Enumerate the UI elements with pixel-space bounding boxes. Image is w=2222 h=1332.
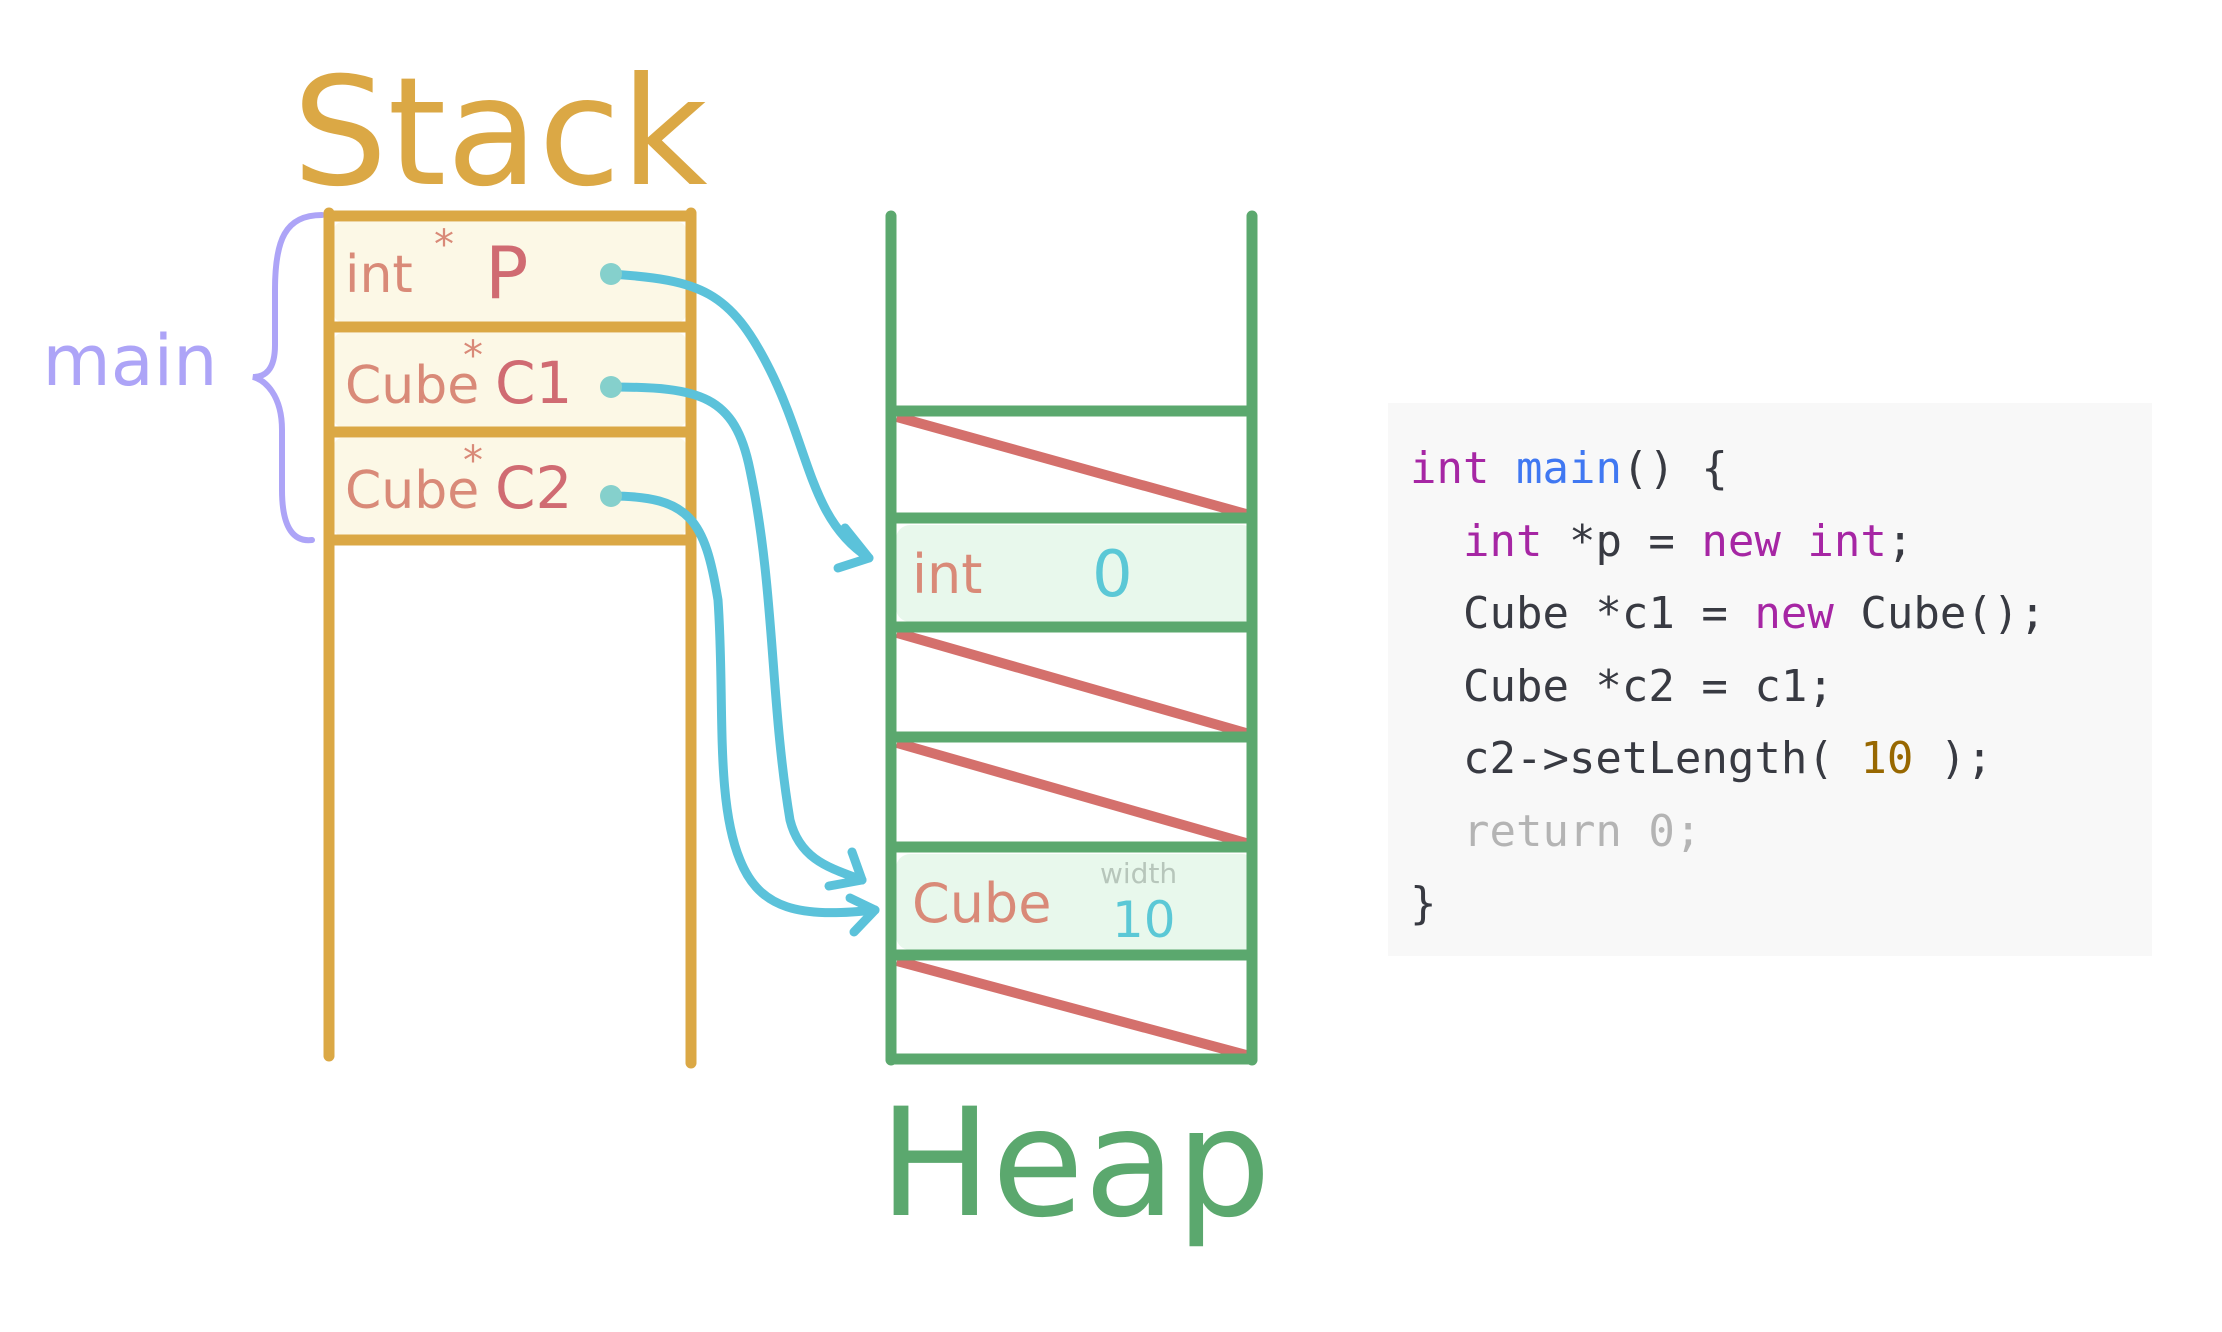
pointer-arrows bbox=[600, 263, 880, 937]
code-line: int main() { bbox=[1410, 443, 1728, 494]
field-value: 10 bbox=[1112, 891, 1176, 949]
code-panel: int main() { int *p = new int; Cube *c1 … bbox=[1388, 403, 2152, 956]
code-token: new bbox=[1754, 588, 1834, 639]
pointer-star: * bbox=[434, 222, 454, 268]
stack-slot-c1: Cube* C1 bbox=[334, 333, 686, 427]
stack-title: Stack bbox=[292, 46, 707, 220]
code-line: Cube *c2 = c1; bbox=[1410, 661, 1834, 712]
code-token: 10 bbox=[1860, 733, 1914, 784]
freed-slash bbox=[895, 412, 1248, 519]
heap-cell-freed bbox=[895, 628, 1248, 738]
heap-cell-freed bbox=[895, 738, 1248, 848]
stack-slot-fill bbox=[334, 438, 686, 536]
heap-value: 0 bbox=[1092, 538, 1133, 612]
code-token: Cube *c1 = bbox=[1410, 588, 1755, 639]
frame-brace bbox=[252, 212, 325, 544]
code-line: Cube *c1 = new Cube(); bbox=[1410, 588, 2046, 639]
frame-label-main: main bbox=[43, 320, 218, 402]
heap-cell-freed bbox=[895, 956, 1248, 1060]
arrowhead-icon bbox=[824, 847, 867, 891]
pointer-star: * bbox=[463, 438, 483, 484]
heap-type: Cube bbox=[912, 872, 1051, 935]
pointer-p-to-int bbox=[600, 263, 874, 573]
code-token: int bbox=[1462, 515, 1543, 567]
arrowhead-icon bbox=[833, 523, 874, 573]
code-token: main bbox=[1515, 443, 1622, 494]
heap-cell-allocated: int 0 bbox=[896, 525, 1256, 622]
heap-type: int bbox=[912, 543, 982, 606]
code-token: int bbox=[1807, 515, 1887, 567]
slot-type: int bbox=[345, 245, 413, 305]
code-token bbox=[1781, 516, 1808, 567]
code-token: () { bbox=[1621, 443, 1728, 494]
code-token bbox=[1489, 443, 1516, 494]
pointer-origin-dot bbox=[600, 263, 622, 285]
code-token: c2->setLength( bbox=[1410, 733, 1861, 784]
pointer-line bbox=[606, 491, 880, 918]
allocated-fill bbox=[896, 854, 1256, 950]
stack-slot-fill bbox=[334, 333, 686, 427]
pointer-c1-to-cube bbox=[600, 376, 867, 891]
pointer-line bbox=[606, 269, 874, 563]
heap-cell-freed bbox=[895, 412, 1248, 519]
heap-title: Heap bbox=[879, 1077, 1271, 1251]
slot-name: C1 bbox=[495, 349, 572, 417]
arrowhead-icon bbox=[845, 893, 880, 937]
code-token: *p = bbox=[1542, 515, 1702, 567]
heap-shelves bbox=[885, 405, 1258, 1065]
code-token: Cube(); bbox=[1833, 588, 2046, 639]
pointer-origin-dot bbox=[600, 485, 622, 507]
code-line: } bbox=[1410, 878, 1437, 929]
freed-slash bbox=[895, 628, 1248, 738]
code-token: int bbox=[1410, 443, 1490, 494]
code-line: return 0; bbox=[1410, 806, 1701, 857]
slot-type: Cube bbox=[345, 461, 479, 521]
freed-slash bbox=[895, 738, 1248, 848]
slot-name: P bbox=[485, 231, 528, 315]
pointer-origin-dot bbox=[600, 376, 622, 398]
slot-type: Cube bbox=[345, 356, 479, 416]
code-block: int main() { int *p = new int; Cube *c1 … bbox=[1410, 433, 2046, 941]
pointer-star: * bbox=[463, 333, 483, 379]
freed-slash bbox=[895, 956, 1248, 1060]
code-token: Cube *c2 = c1; bbox=[1410, 660, 1834, 712]
heap-column bbox=[885, 210, 1258, 1066]
code-token: new bbox=[1701, 515, 1781, 567]
code-line: c2->setLength( 10 ); bbox=[1410, 733, 1993, 784]
code-token bbox=[1410, 516, 1463, 567]
field-label: width bbox=[1100, 857, 1177, 890]
code-token: ; bbox=[1886, 515, 1914, 567]
allocated-fill bbox=[896, 525, 1256, 622]
stack-slot-fill bbox=[334, 222, 686, 322]
code-token: ); bbox=[1913, 733, 1993, 784]
code-token: return 0; bbox=[1410, 805, 1702, 857]
stack-slot-c2: Cube* C2 bbox=[334, 438, 686, 536]
stack-column bbox=[323, 207, 697, 1069]
pointer-line bbox=[606, 382, 867, 885]
code-token: } bbox=[1410, 878, 1437, 929]
pointer-c2-to-cube bbox=[600, 485, 880, 937]
code-line: int *p = new int; bbox=[1410, 516, 1913, 567]
slot-name: C2 bbox=[495, 454, 572, 522]
stack-slot-p: int * P bbox=[334, 222, 686, 322]
